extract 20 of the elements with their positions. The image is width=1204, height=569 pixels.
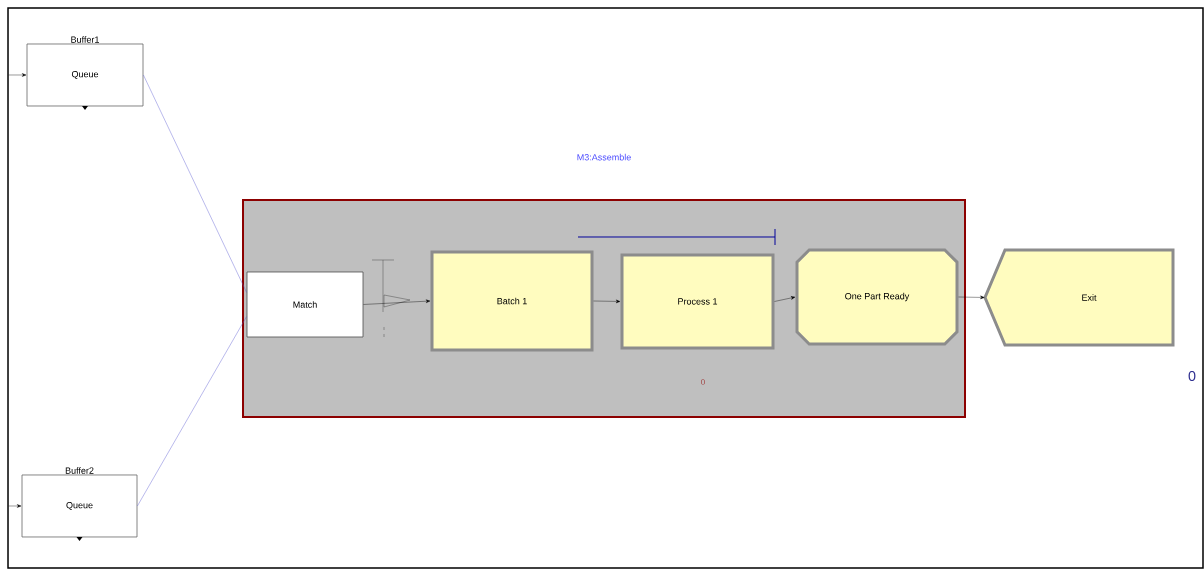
- connector: [8, 504, 22, 508]
- exit-box: Exit: [983, 248, 1175, 347]
- node-label: Buffer1: [71, 36, 99, 43]
- process-box: Process 1: [620, 253, 775, 350]
- connector: [137, 316, 247, 507]
- decision-box: One Part Ready: [795, 248, 959, 346]
- counter-value: 0: [701, 379, 705, 385]
- node-label: Buffer2: [65, 467, 94, 474]
- match-box: Match: [246, 271, 364, 338]
- connector: [143, 74, 247, 293]
- counter-value: 0: [1188, 370, 1196, 382]
- connector: [774, 296, 796, 302]
- connector: [8, 73, 27, 77]
- queue-box: Buffer2 Queue: [21, 467, 138, 541]
- connector: [958, 295, 985, 300]
- queue-box: Buffer1 Queue: [26, 36, 144, 110]
- connector: [363, 299, 431, 305]
- node-label: M3:Assemble: [577, 153, 631, 161]
- process-box: Batch 1: [430, 250, 594, 352]
- connector: [593, 299, 621, 304]
